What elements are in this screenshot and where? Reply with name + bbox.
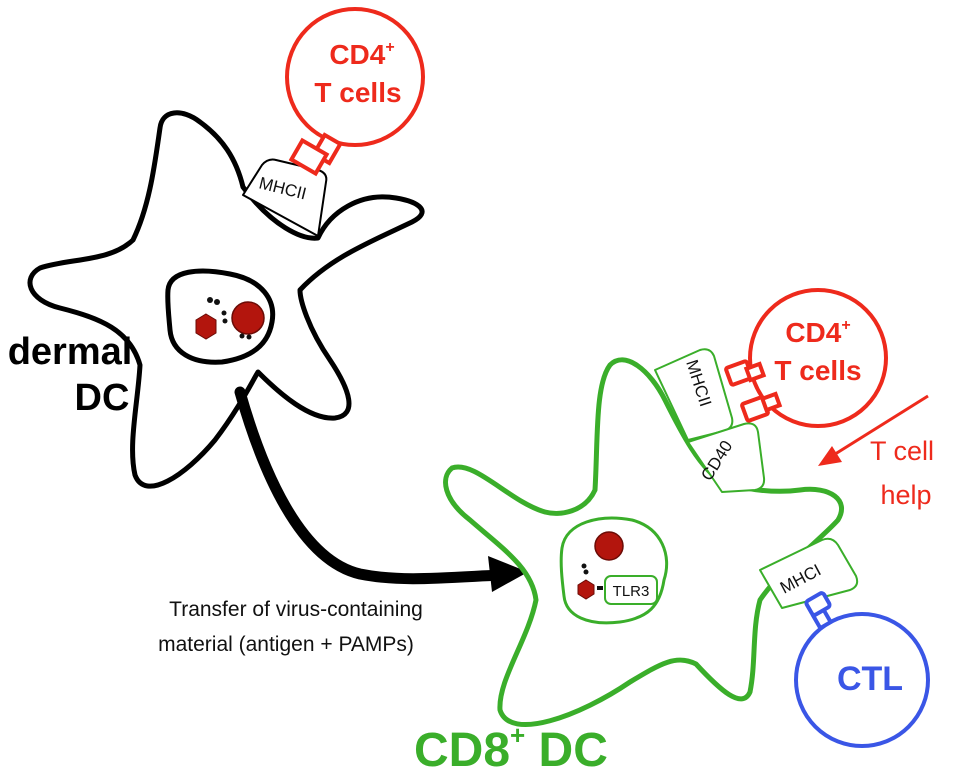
cd4-top-label-sup: +: [385, 39, 394, 56]
t-cell-help-arrow: [831, 394, 929, 458]
mhci-receptor: [759, 537, 859, 609]
cd4-top-label-line1: CD4+: [329, 39, 394, 70]
dermal-virus-particle-icon: [231, 301, 265, 335]
cd4-right-tcr-stem-1: [743, 361, 767, 383]
cd8-virus-particle-icon: [594, 531, 624, 561]
ctl-label: CTL: [837, 660, 903, 698]
cd4-right-label-sup: +: [841, 317, 850, 334]
dermal-dc-label-line1: dermal: [8, 331, 133, 373]
transfer-arrowhead-icon: [488, 556, 528, 592]
transfer-arrow: [234, 386, 506, 585]
transfer-label-line1: Transfer of virus-containing: [169, 598, 423, 621]
ctl-tcr-head: [804, 591, 832, 617]
cd40-receptor: [687, 422, 766, 493]
cd4-top-tcr-head: [288, 137, 330, 177]
cd8-pamp-dots-icon: [581, 563, 603, 590]
cd8-dc-label: CD8+ DC: [414, 720, 608, 777]
cd4-right-tcr-stem-2: [759, 391, 783, 413]
cd8-dc-label-main: CD8: [414, 724, 510, 777]
cd4-right-label-line1: CD4+: [785, 317, 850, 348]
cd8-dc-label-tail: DC: [525, 724, 608, 777]
transfer-label-line2: material (antigen + PAMPs): [158, 633, 414, 656]
t-cell-help-label-line2: help: [880, 480, 931, 510]
ctl-cell: [794, 612, 930, 748]
t-cell-help-arrowhead-icon: [818, 446, 842, 466]
tlr3-receptor: [604, 575, 658, 605]
cd4-top-t-cell: [285, 7, 425, 147]
cd4-right-label-line2: T cells: [774, 355, 861, 386]
dermal-dc-label-line2: DC: [75, 377, 130, 419]
cd4-right-t-cell: [748, 288, 888, 428]
tlr3-label: TLR3: [613, 583, 650, 600]
dermal-pamp-dots-icon: [207, 297, 252, 340]
t-cell-help-label-line1: T cell: [870, 436, 934, 466]
dermal-dc-nucleus: [165, 268, 276, 365]
cd4-right-label-main: CD4: [785, 317, 841, 348]
dermal-antigen-hexagon-icon: [195, 313, 217, 340]
cd4-top-label-line2: T cells: [314, 77, 401, 108]
cd8-dc-label-sup: +: [510, 720, 525, 750]
cd8-antigen-hexagon-icon: [577, 579, 595, 600]
cd4-top-label-main: CD4: [329, 39, 385, 70]
